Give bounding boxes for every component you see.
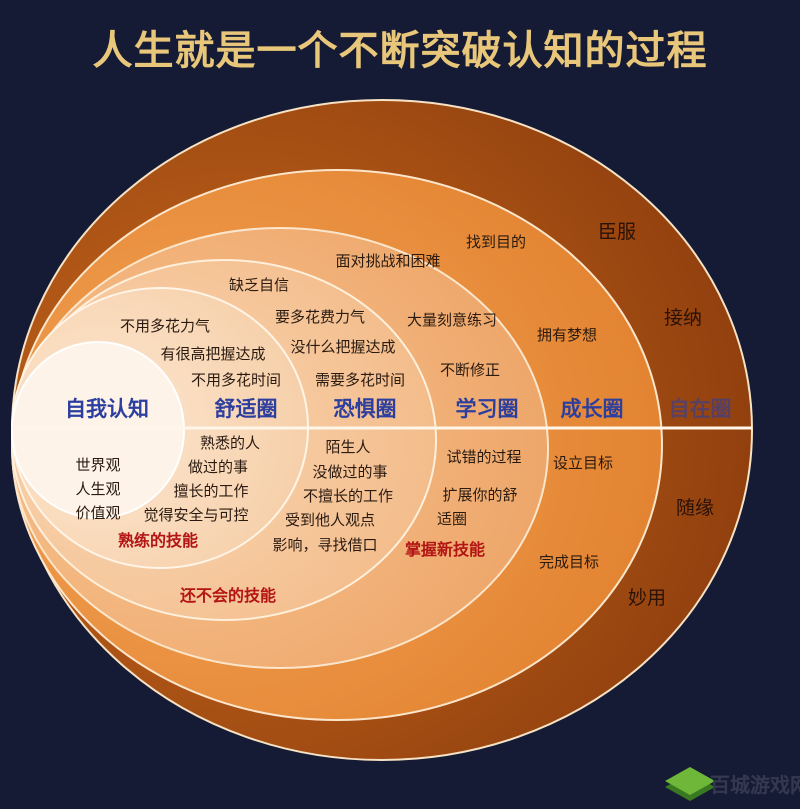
zone-label-learning: 学习圈 (456, 397, 519, 421)
free-text: 接纳 (664, 307, 702, 329)
growth-text: 设立目标 (553, 454, 613, 472)
free-text: 妙用 (628, 587, 666, 609)
growth-text: 找到目的 (466, 233, 526, 251)
fear-text: 受到他人观点 (285, 511, 375, 529)
self-text: 人生观 (75, 480, 120, 498)
page-title: 人生就是一个不断突破认知的过程 (92, 28, 708, 74)
comfort-text: 有很高把握达成 (160, 345, 265, 363)
learning-text: 大量刻意练习 (407, 311, 497, 329)
comfort-text: 觉得安全与可控 (143, 506, 248, 524)
comfort-text: 不用多花时间 (191, 371, 281, 389)
comfort-text: 熟悉的人 (200, 434, 260, 452)
learning-text: 试错的过程 (446, 448, 521, 466)
comfort-text: 不用多花力气 (120, 317, 210, 335)
self-text: 价值观 (75, 504, 120, 522)
learning-text: 面对挑战和困难 (335, 252, 440, 270)
fear-skill-label: 还不会的技能 (179, 586, 276, 605)
self-text: 世界观 (75, 456, 120, 474)
fear-text: 要多花费力气 (275, 308, 365, 326)
learning-skill-label: 掌握新技能 (405, 540, 485, 559)
comfort-skill-label: 熟练的技能 (118, 531, 198, 550)
fear-text: 影响，寻找借口 (272, 536, 377, 554)
free-text: 臣服 (598, 221, 636, 243)
fear-text: 缺乏自信 (229, 276, 289, 294)
zone-label-growth: 成长圈 (561, 397, 624, 421)
watermark-text: 百城游戏网 (710, 773, 800, 797)
watermark-logo: 百城游戏网 (665, 767, 800, 801)
fear-text: 没什么把握达成 (290, 338, 395, 356)
fear-text: 不擅长的工作 (303, 487, 393, 505)
learning-text: 不断修正 (440, 361, 500, 379)
comfort-text: 做过的事 (188, 458, 248, 476)
fear-text: 需要多花时间 (315, 371, 405, 389)
growth-text: 完成目标 (539, 553, 599, 571)
comfort-text: 擅长的工作 (173, 482, 248, 500)
free-text: 随缘 (676, 497, 714, 519)
zone-label-self: 自我认知 (65, 397, 149, 421)
fear-text: 陌生人 (325, 438, 370, 456)
zone-label-comfort: 舒适圈 (215, 397, 278, 421)
zone-label-fear: 恐惧圈 (334, 397, 397, 421)
growth-text: 拥有梦想 (537, 326, 597, 344)
fear-text: 没做过的事 (312, 463, 387, 481)
zone-label-free: 自在圈 (669, 397, 732, 421)
learning-text: 扩展你的舒 (442, 486, 517, 504)
learning-text: 适圈 (437, 510, 467, 528)
self-awareness-circle (11, 341, 185, 519)
